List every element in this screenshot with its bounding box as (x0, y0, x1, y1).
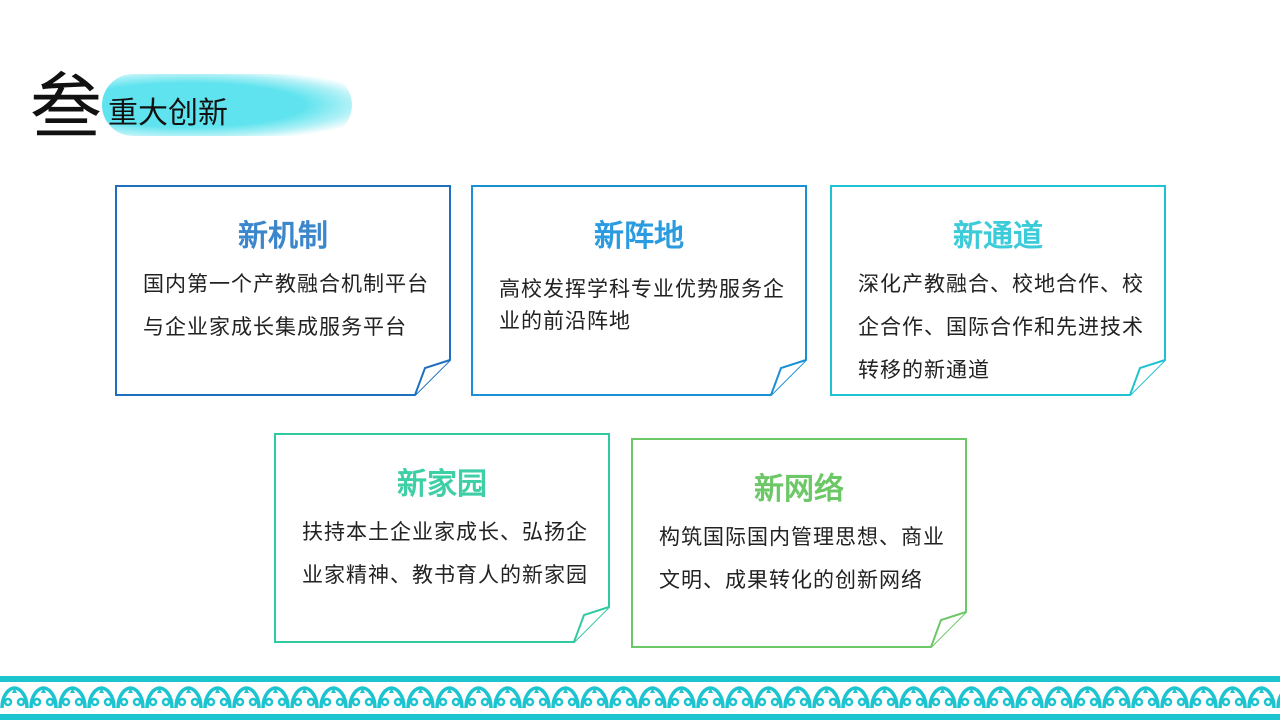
card-new-front: 新阵地 高校发挥学科专业优势服务企业的前沿阵地 (471, 185, 807, 396)
card-body: 构筑国际国内管理思想、商业文明、成果转化的创新网络 (659, 525, 945, 592)
card-frame (274, 433, 610, 643)
card-frame (471, 185, 807, 396)
decorative-border-pattern (0, 676, 1280, 720)
card-title: 新网络 (754, 472, 844, 507)
card-new-home: 新家园 扶持本土企业家成长、弘扬企业家精神、教书育人的新家园 (274, 433, 610, 643)
card-title: 新机制 (238, 219, 328, 254)
card-title: 新家园 (397, 467, 487, 502)
card-body: 扶持本土企业家成长、弘扬企业家精神、教书育人的新家园 (302, 520, 588, 587)
brush-decoration (102, 74, 352, 136)
card-frame (631, 438, 967, 648)
card-frame (115, 185, 451, 396)
card-new-channel: 新通道 深化产教融合、校地合作、校企合作、国际合作和先进技术转移的新通道 (830, 185, 1166, 396)
card-new-network: 新网络 构筑国际国内管理思想、商业文明、成果转化的创新网络 (631, 438, 967, 648)
section-title: 重大创新 (108, 96, 228, 131)
card-new-mechanism: 新机制 国内第一个产教融合机制平台与企业家成长集成服务平台 (115, 185, 451, 396)
section-header: 叁 重大创新 (30, 62, 352, 152)
card-title: 新阵地 (594, 219, 684, 254)
card-body: 高校发挥学科专业优势服务企业的前沿阵地 (499, 277, 785, 333)
card-body: 国内第一个产教融合机制平台与企业家成长集成服务平台 (143, 272, 429, 339)
card-body: 深化产教融合、校地合作、校企合作、国际合作和先进技术转移的新通道 (858, 272, 1144, 382)
card-frame (830, 185, 1166, 396)
section-number: 叁 (30, 65, 103, 149)
card-title: 新通道 (953, 219, 1043, 254)
